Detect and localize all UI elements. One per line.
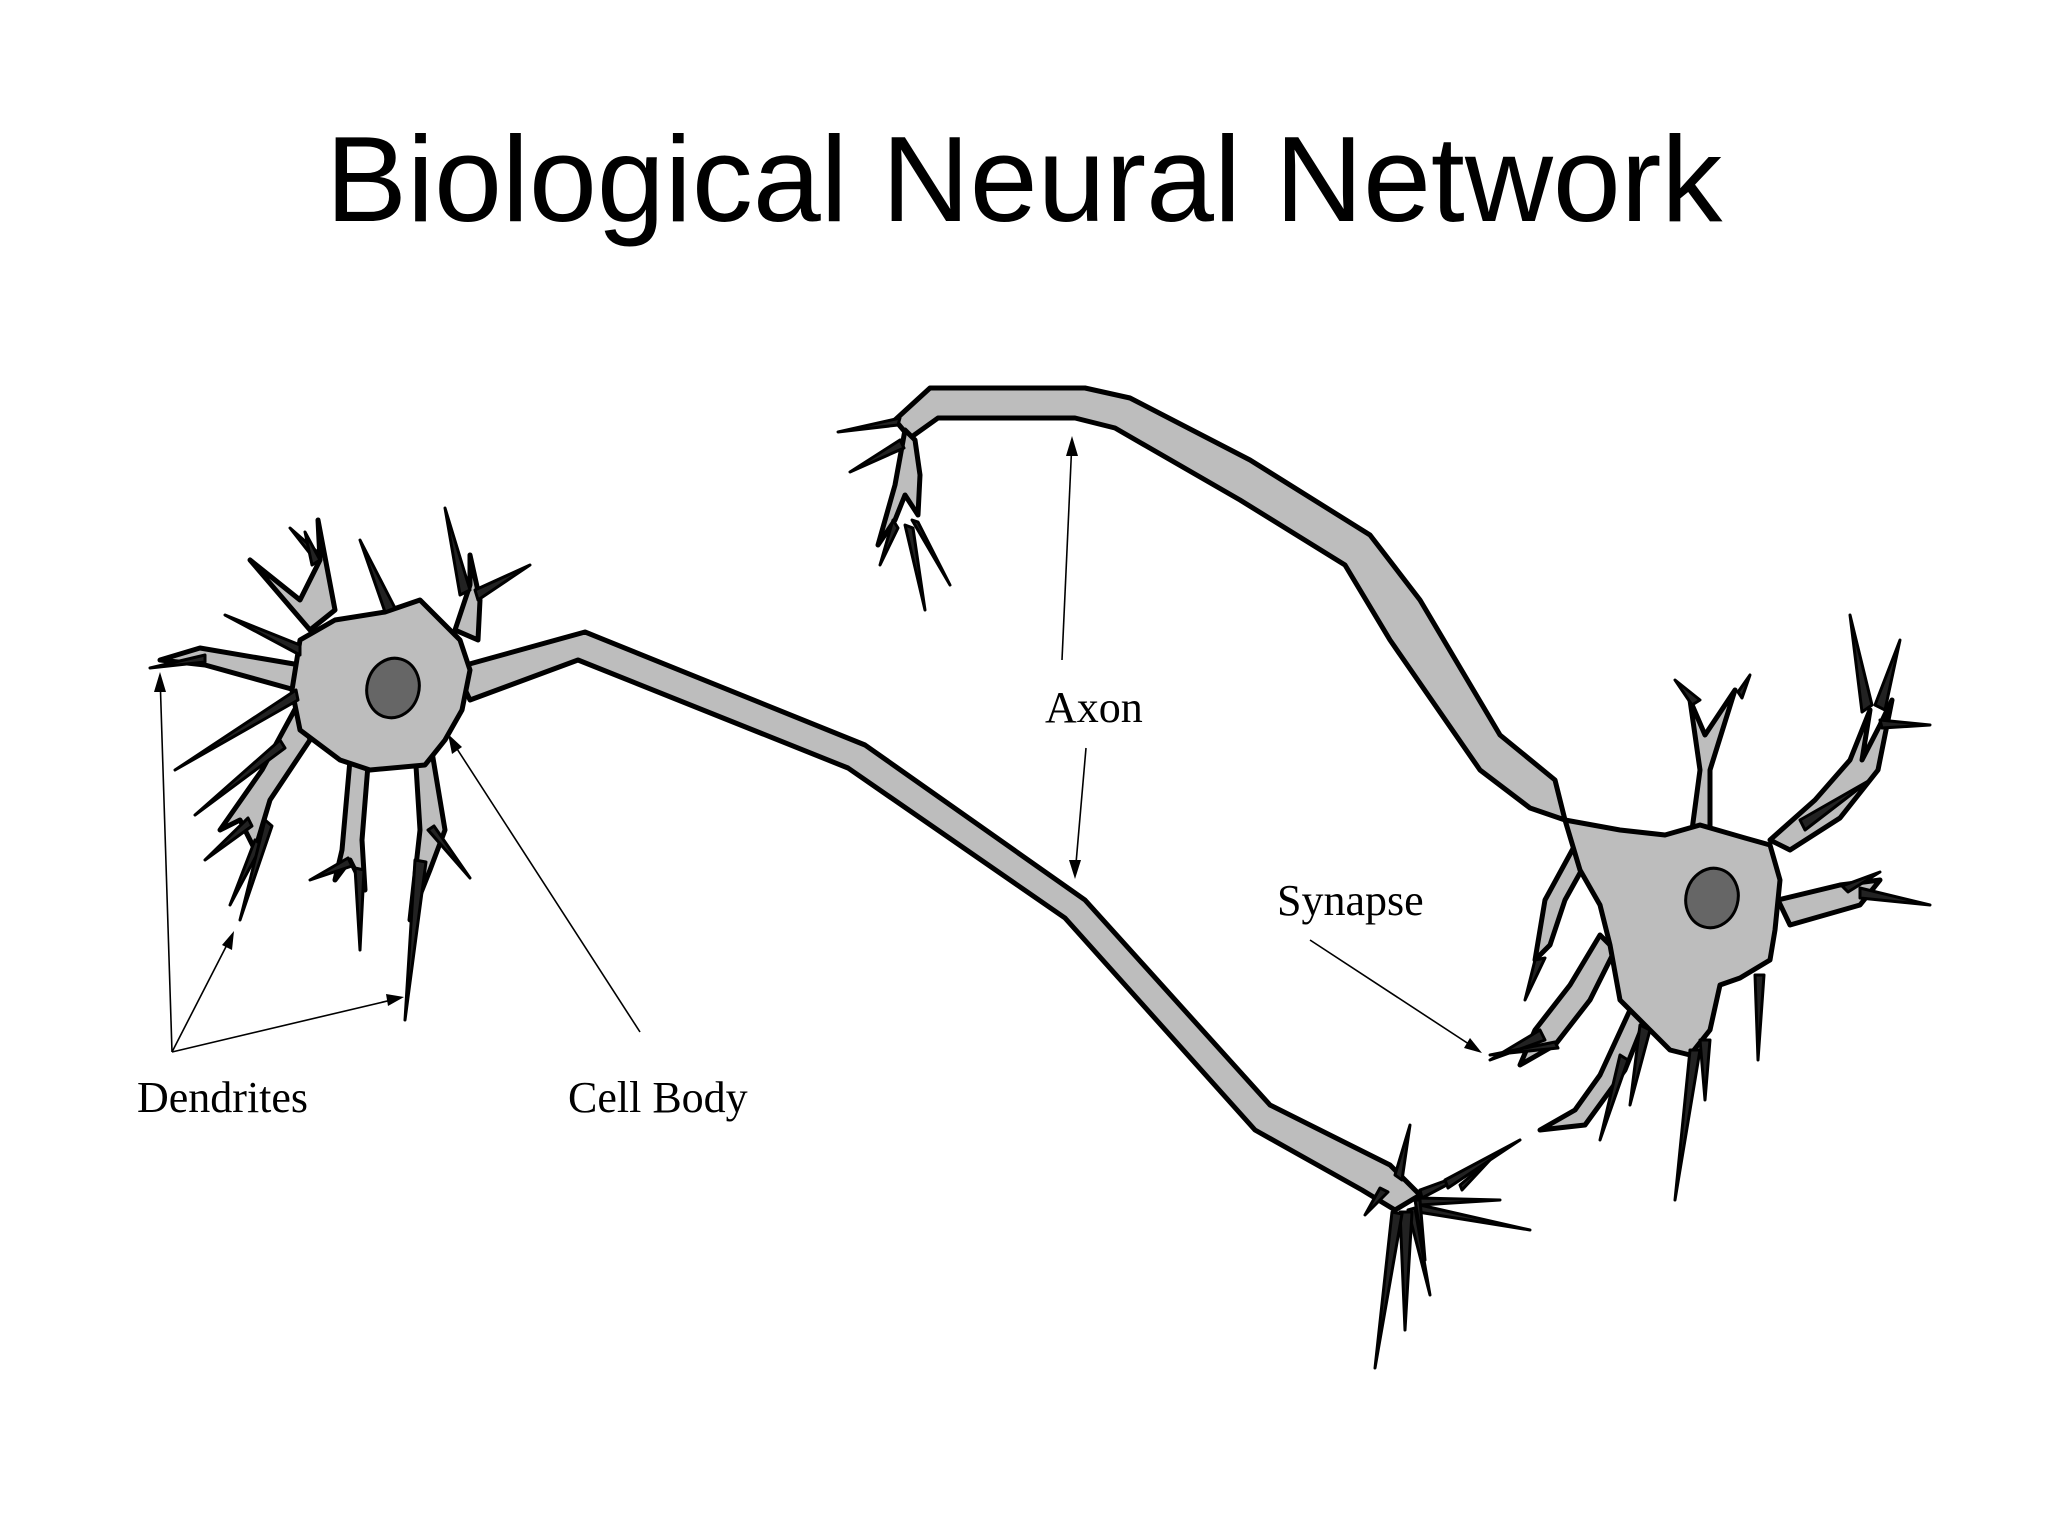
slide-title: Biological Neural Network xyxy=(325,111,1723,247)
left-neuron xyxy=(148,506,532,1022)
synapse-label: Synapse xyxy=(1277,876,1424,925)
synapse-pointer xyxy=(1309,939,1482,1053)
dendrites-label: Dendrites xyxy=(137,1073,308,1122)
left-nucleus xyxy=(365,656,421,720)
cell-body-pointer xyxy=(448,734,641,1033)
axon-pointers xyxy=(1061,436,1087,879)
axon-terminal xyxy=(1363,1123,1532,1370)
dendrites-pointers xyxy=(154,672,404,1053)
axon-label: Axon xyxy=(1045,683,1143,732)
right-neuron xyxy=(1488,613,1932,1202)
axon-upper xyxy=(836,385,1568,823)
right-nucleus xyxy=(1684,866,1740,930)
axon-lower xyxy=(452,629,1423,1213)
cell-body-label: Cell Body xyxy=(568,1073,748,1122)
